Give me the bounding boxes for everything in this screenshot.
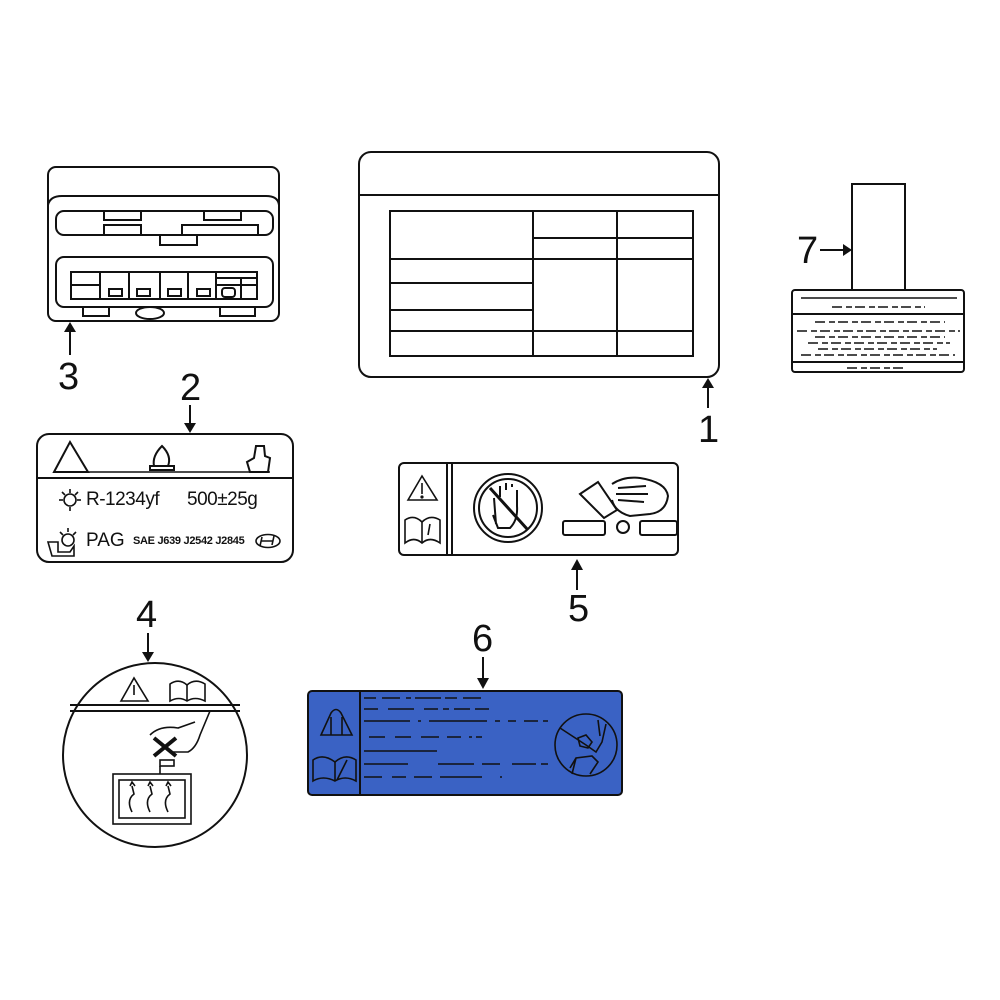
callout-1: 1 [698,409,720,451]
callout-6: 6 [472,618,494,660]
sun-icon [59,489,81,511]
callout-4: 4 [136,594,158,636]
refrigerant-type: R-1234yf [86,489,160,510]
oil-type: PAG [86,530,125,551]
manual-book-icon [312,756,357,783]
manual-book-icon [404,516,441,545]
callout-5: 5 [568,588,590,630]
warning-triangle-icon [406,474,439,501]
hand-icon [245,445,272,473]
flame-icon [149,444,175,471]
warning-triangle-icon [119,676,150,702]
hand-in-fan-icon [562,476,678,536]
refrigerant-charge: 500±25g [187,489,258,510]
callout-7: 7 [797,230,819,272]
no-hand-icon [473,473,543,543]
sae-standards: SAE J639 J2542 J2845 [133,535,245,547]
hyundai-logo-icon [255,533,281,549]
hot-coolant-icon [112,766,192,825]
warning-triangle-icon [319,708,354,736]
callout-3: 3 [58,356,80,398]
manual-book-icon [169,680,206,703]
hand-cap-icon [149,710,211,767]
oil-can-icon [46,528,77,557]
callout-2: 2 [180,367,202,409]
warning-triangle-icon [52,439,90,473]
child-seat-icon [554,713,618,777]
